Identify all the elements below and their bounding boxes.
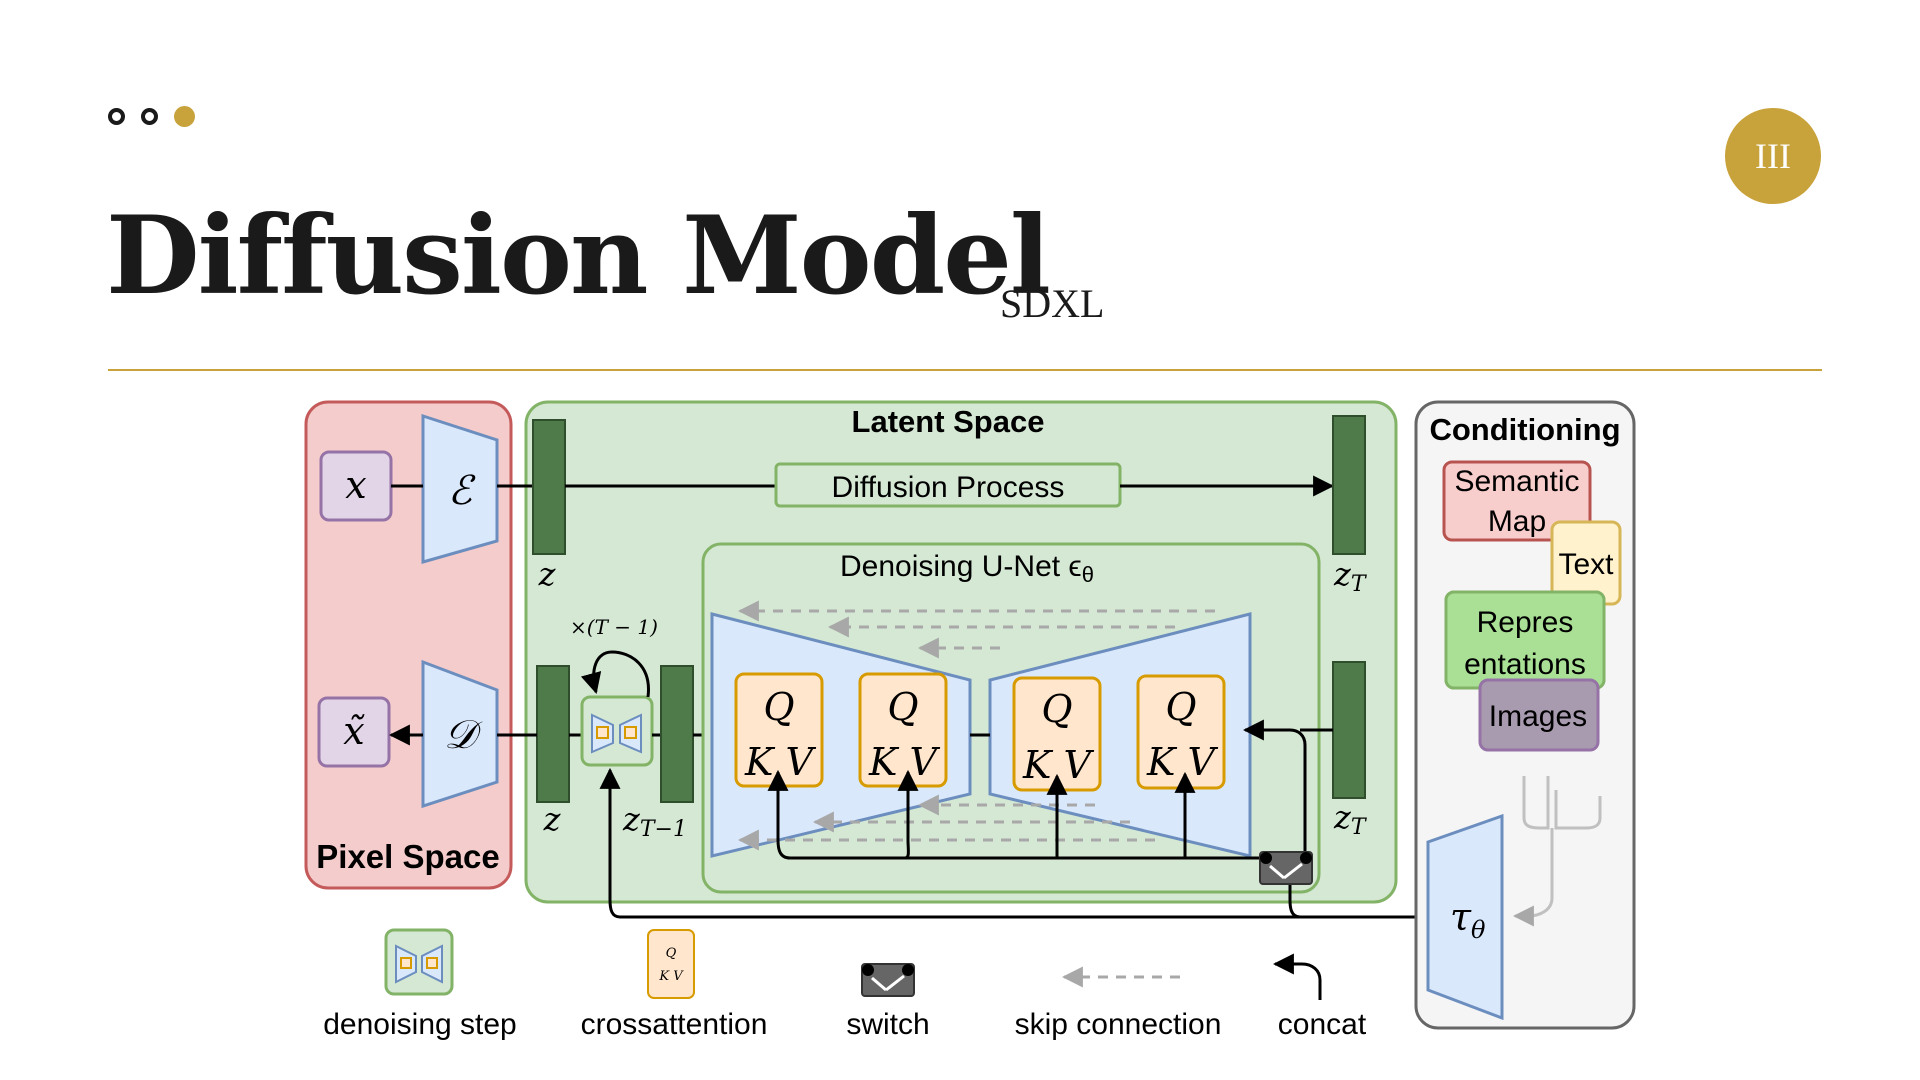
active-dot-icon	[174, 106, 195, 127]
svg-text:Q: Q	[1165, 685, 1196, 729]
latent-zT-top-bar	[1332, 415, 1366, 555]
output-x-label: x̃	[343, 709, 364, 753]
encoder-trapezoid	[421, 413, 499, 564]
diffusion-process-label: Diffusion Process	[832, 471, 1065, 504]
tau-trapezoid	[1426, 813, 1504, 1021]
switch-icon	[1259, 851, 1313, 885]
page-number-badge: III	[1725, 108, 1821, 204]
title-divider	[108, 369, 1822, 371]
legend-denoising-step: denoising step	[323, 928, 517, 1041]
z-bottom-label: z	[543, 800, 562, 838]
latent-z-bar	[532, 419, 566, 555]
dot-icon	[108, 108, 125, 125]
zT-top-label: zT	[1333, 555, 1368, 597]
input-x-label: x	[345, 463, 366, 507]
zT-bottom-label: zT	[1333, 798, 1368, 840]
latent-space-label: Latent Space	[852, 404, 1045, 439]
crossattention-block: Q K V	[1136, 674, 1226, 790]
semantic-map-box	[1442, 460, 1592, 542]
svg-text:Images: Images	[1489, 700, 1587, 733]
latent-zT1-bar	[660, 665, 694, 803]
svg-text:entations: entations	[1464, 648, 1586, 681]
conditioning-panel: Conditioning Semantic Map Text Repres en…	[1414, 400, 1636, 1030]
crossattention-block: Q K V	[858, 672, 948, 788]
repeat-label: ×(T − 1)	[570, 615, 658, 639]
latent-z-bottom-bar	[536, 665, 570, 803]
dot-icon	[141, 108, 158, 125]
svg-text:K V: K V	[1146, 740, 1218, 784]
page-subtitle: SDXL	[1000, 281, 1105, 326]
svg-text:K V: K V	[658, 969, 684, 984]
pixel-space-label: Pixel Space	[316, 838, 499, 875]
z-top-label: z	[538, 555, 557, 593]
svg-text:K V: K V	[868, 740, 940, 784]
svg-text:Q: Q	[763, 685, 794, 729]
svg-text:Q: Q	[1041, 687, 1072, 731]
unet-panel: Denoising U-Net ϵθ Q K V Q K V Q K V	[599, 542, 1430, 919]
images-box	[1478, 678, 1600, 752]
crossattention-block: Q K V	[734, 672, 824, 788]
crossattention-block: Q K V	[1012, 676, 1102, 792]
svg-text:skip connection: skip connection	[1015, 1008, 1222, 1041]
encoder-label: ℰ	[448, 468, 476, 514]
zT1-label: zT−1	[622, 800, 687, 842]
legend: denoising step Q K V crossattention swit…	[323, 928, 1367, 1041]
legend-concat: concat	[1272, 953, 1367, 1041]
svg-text:Repres: Repres	[1477, 606, 1574, 639]
latent-zT-bottom-bar	[1332, 661, 1366, 799]
slide-dots	[108, 106, 195, 127]
legend-switch: switch	[846, 963, 930, 1041]
svg-text:Q: Q	[666, 946, 677, 961]
legend-skip-connection: skip connection	[1015, 966, 1222, 1041]
svg-text:Text: Text	[1558, 548, 1614, 581]
legend-crossattention: Q K V crossattention	[581, 929, 768, 1041]
page-title: Diffusion Model	[106, 193, 1051, 319]
svg-text:switch: switch	[846, 1008, 929, 1041]
svg-text:Map: Map	[1488, 505, 1546, 538]
denoising-step-icon	[580, 695, 654, 767]
svg-text:Semantic: Semantic	[1454, 465, 1579, 498]
svg-text:denoising step: denoising step	[323, 1008, 516, 1041]
svg-text:crossattention: crossattention	[581, 1008, 768, 1041]
tau-label: τθ	[1450, 895, 1486, 944]
unet-label: Denoising U-Net ϵθ	[840, 550, 1094, 587]
conditioning-label: Conditioning	[1429, 412, 1620, 447]
svg-text:concat: concat	[1278, 1008, 1367, 1041]
decoder-trapezoid	[421, 659, 499, 809]
pixel-space-panel: Pixel Space x x̃ ℰ 𝒟	[304, 400, 513, 890]
svg-text:K V: K V	[744, 740, 816, 784]
svg-text:Q: Q	[887, 685, 918, 729]
